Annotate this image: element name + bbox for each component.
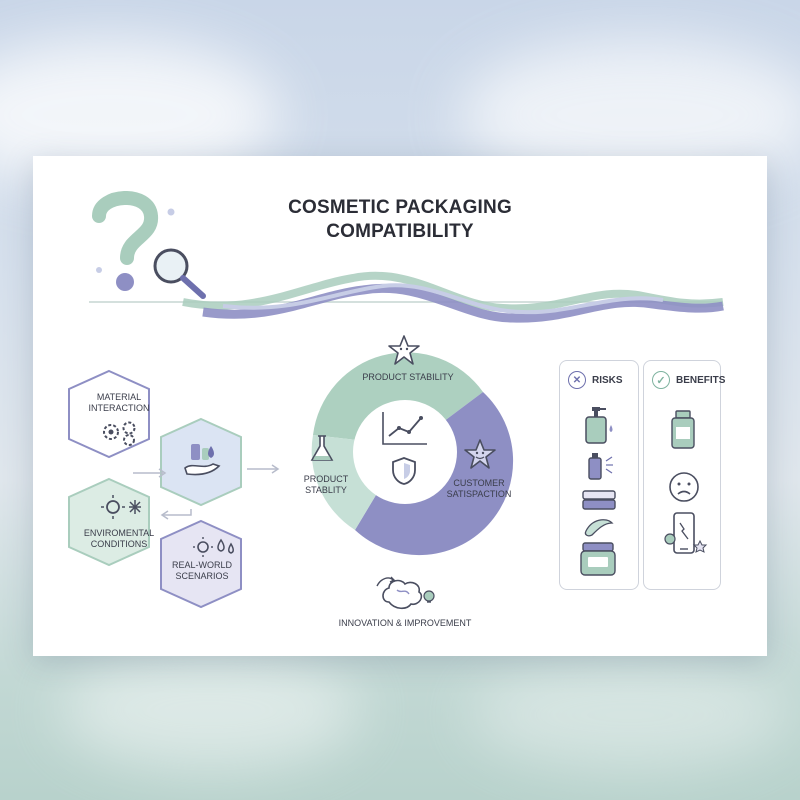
- sun-snowflake-icon: [99, 494, 145, 520]
- compact-icon: [580, 489, 618, 511]
- star-face-icon: [463, 438, 497, 470]
- brain-lightbulb-icon: [373, 572, 439, 612]
- flask-icon: [309, 434, 335, 464]
- hex-real-world-label: REAL-WORLD SCENARIOS: [157, 560, 247, 582]
- hex-material-interaction-label: MATERIAL INTERACTION: [73, 392, 165, 414]
- benefits-label: BENEFITS: [676, 375, 725, 386]
- sun-drops-icon: [193, 536, 239, 558]
- risks-label: RISKS: [592, 375, 623, 386]
- hex-environmental-label: ENVIROMENTAL CONDITIONS: [69, 528, 169, 550]
- cycle-customer-satisfaction: CUSTOMER SATISPACTION: [439, 478, 519, 500]
- benefits-panel: ✓ BENEFITS: [643, 360, 721, 590]
- innovation-label: INNOVATION & IMPROVEMENT: [305, 618, 505, 629]
- line-chart-icon: [381, 410, 429, 446]
- gears-icon: [99, 418, 143, 448]
- infographic-card: COSMETIC PACKAGING COMPATIBILITY: [33, 156, 767, 656]
- risks-panel: ✕ RISKS: [559, 360, 639, 590]
- bottle-icon: [668, 409, 698, 451]
- sad-face-icon: [668, 471, 700, 503]
- cream-smear-icon: [582, 515, 616, 539]
- star-face-icon: [387, 334, 421, 366]
- hand-with-products-icon: [183, 440, 223, 480]
- pump-bottle-icon: [582, 405, 616, 445]
- cycle-product-stability-top: PRODUCT STABILITY: [353, 372, 463, 383]
- cycle-product-stability-left: PRODUCT STABLITY: [299, 474, 353, 496]
- spray-bottle-icon: [586, 451, 616, 481]
- phone-icon: [662, 511, 708, 559]
- wave-divider: [33, 256, 767, 336]
- shield-icon: [391, 456, 417, 486]
- jar-icon: [578, 541, 618, 577]
- check-icon: ✓: [652, 371, 670, 389]
- close-icon: ✕: [568, 371, 586, 389]
